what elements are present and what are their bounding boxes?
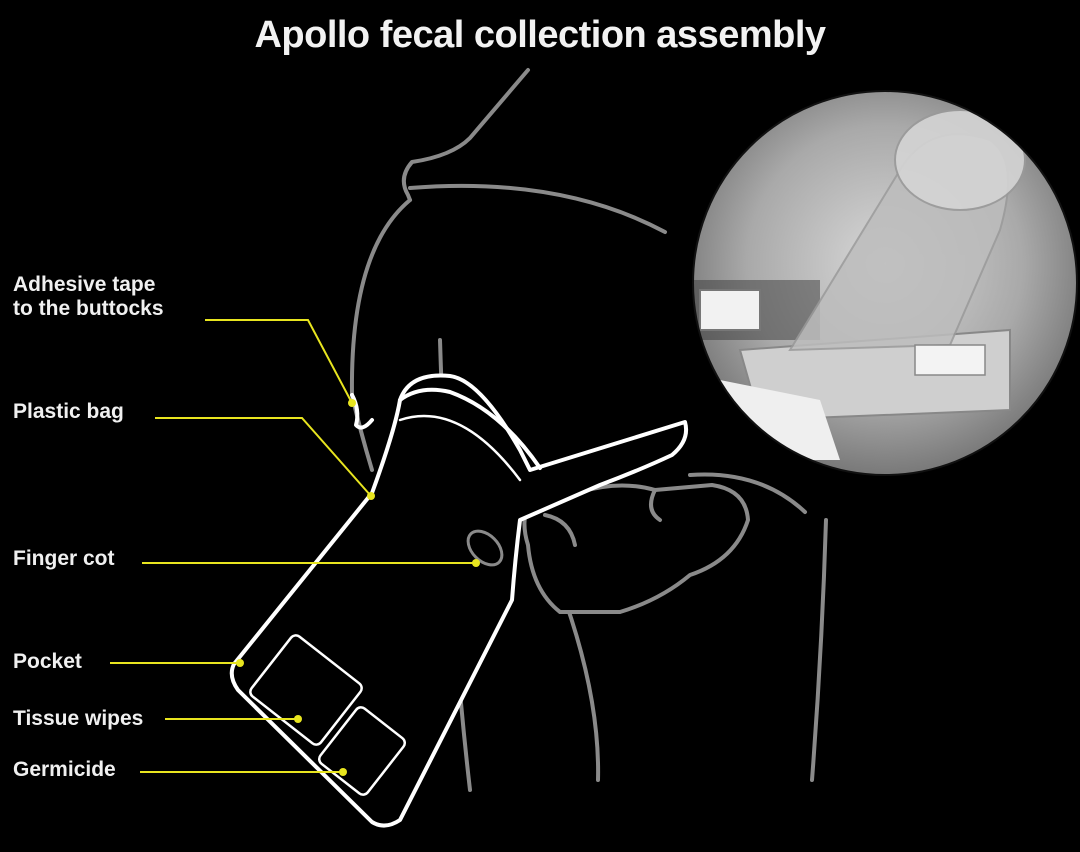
label-plastic-bag: Plastic bag [13, 400, 124, 423]
leg-right [810, 518, 828, 782]
dot-tissue [294, 715, 302, 723]
label-finger-cot: Finger cot [13, 547, 115, 570]
pocket-germicide [317, 706, 407, 796]
finger-line [543, 513, 577, 547]
page-title: Apollo fecal collection assembly [254, 14, 826, 56]
dot-plastic-bag [367, 492, 375, 500]
back-curve [408, 183, 667, 234]
finger-cot-shape [466, 529, 504, 567]
bag-flange [398, 387, 542, 470]
leg-front [563, 598, 601, 782]
dot-germicide [339, 768, 347, 776]
buttocks-curve [349, 198, 412, 397]
collection-bag [229, 373, 689, 828]
dot-pocket [236, 659, 244, 667]
callout-dots [236, 399, 480, 776]
thumb-line [649, 488, 662, 522]
bag-inner-edge [398, 414, 522, 482]
torso-line [401, 68, 530, 202]
label-tissue-wipes: Tissue wipes [13, 707, 144, 730]
label-adhesive-line1: Adhesive tape [13, 273, 156, 296]
label-adhesive-line2: to the buttocks [13, 297, 164, 320]
callout-plastic-bag [155, 417, 372, 497]
label-pocket: Pocket [13, 650, 82, 673]
dot-adhesive [348, 399, 356, 407]
photo-inset [692, 90, 1078, 476]
callout-adhesive [205, 319, 353, 404]
label-adhesive-tape: Adhesive tape to the buttocks [13, 273, 164, 321]
dot-finger-cot [472, 559, 480, 567]
arm-upper [688, 472, 807, 514]
callout-lines [110, 319, 476, 773]
label-germicide: Germicide [13, 758, 116, 781]
